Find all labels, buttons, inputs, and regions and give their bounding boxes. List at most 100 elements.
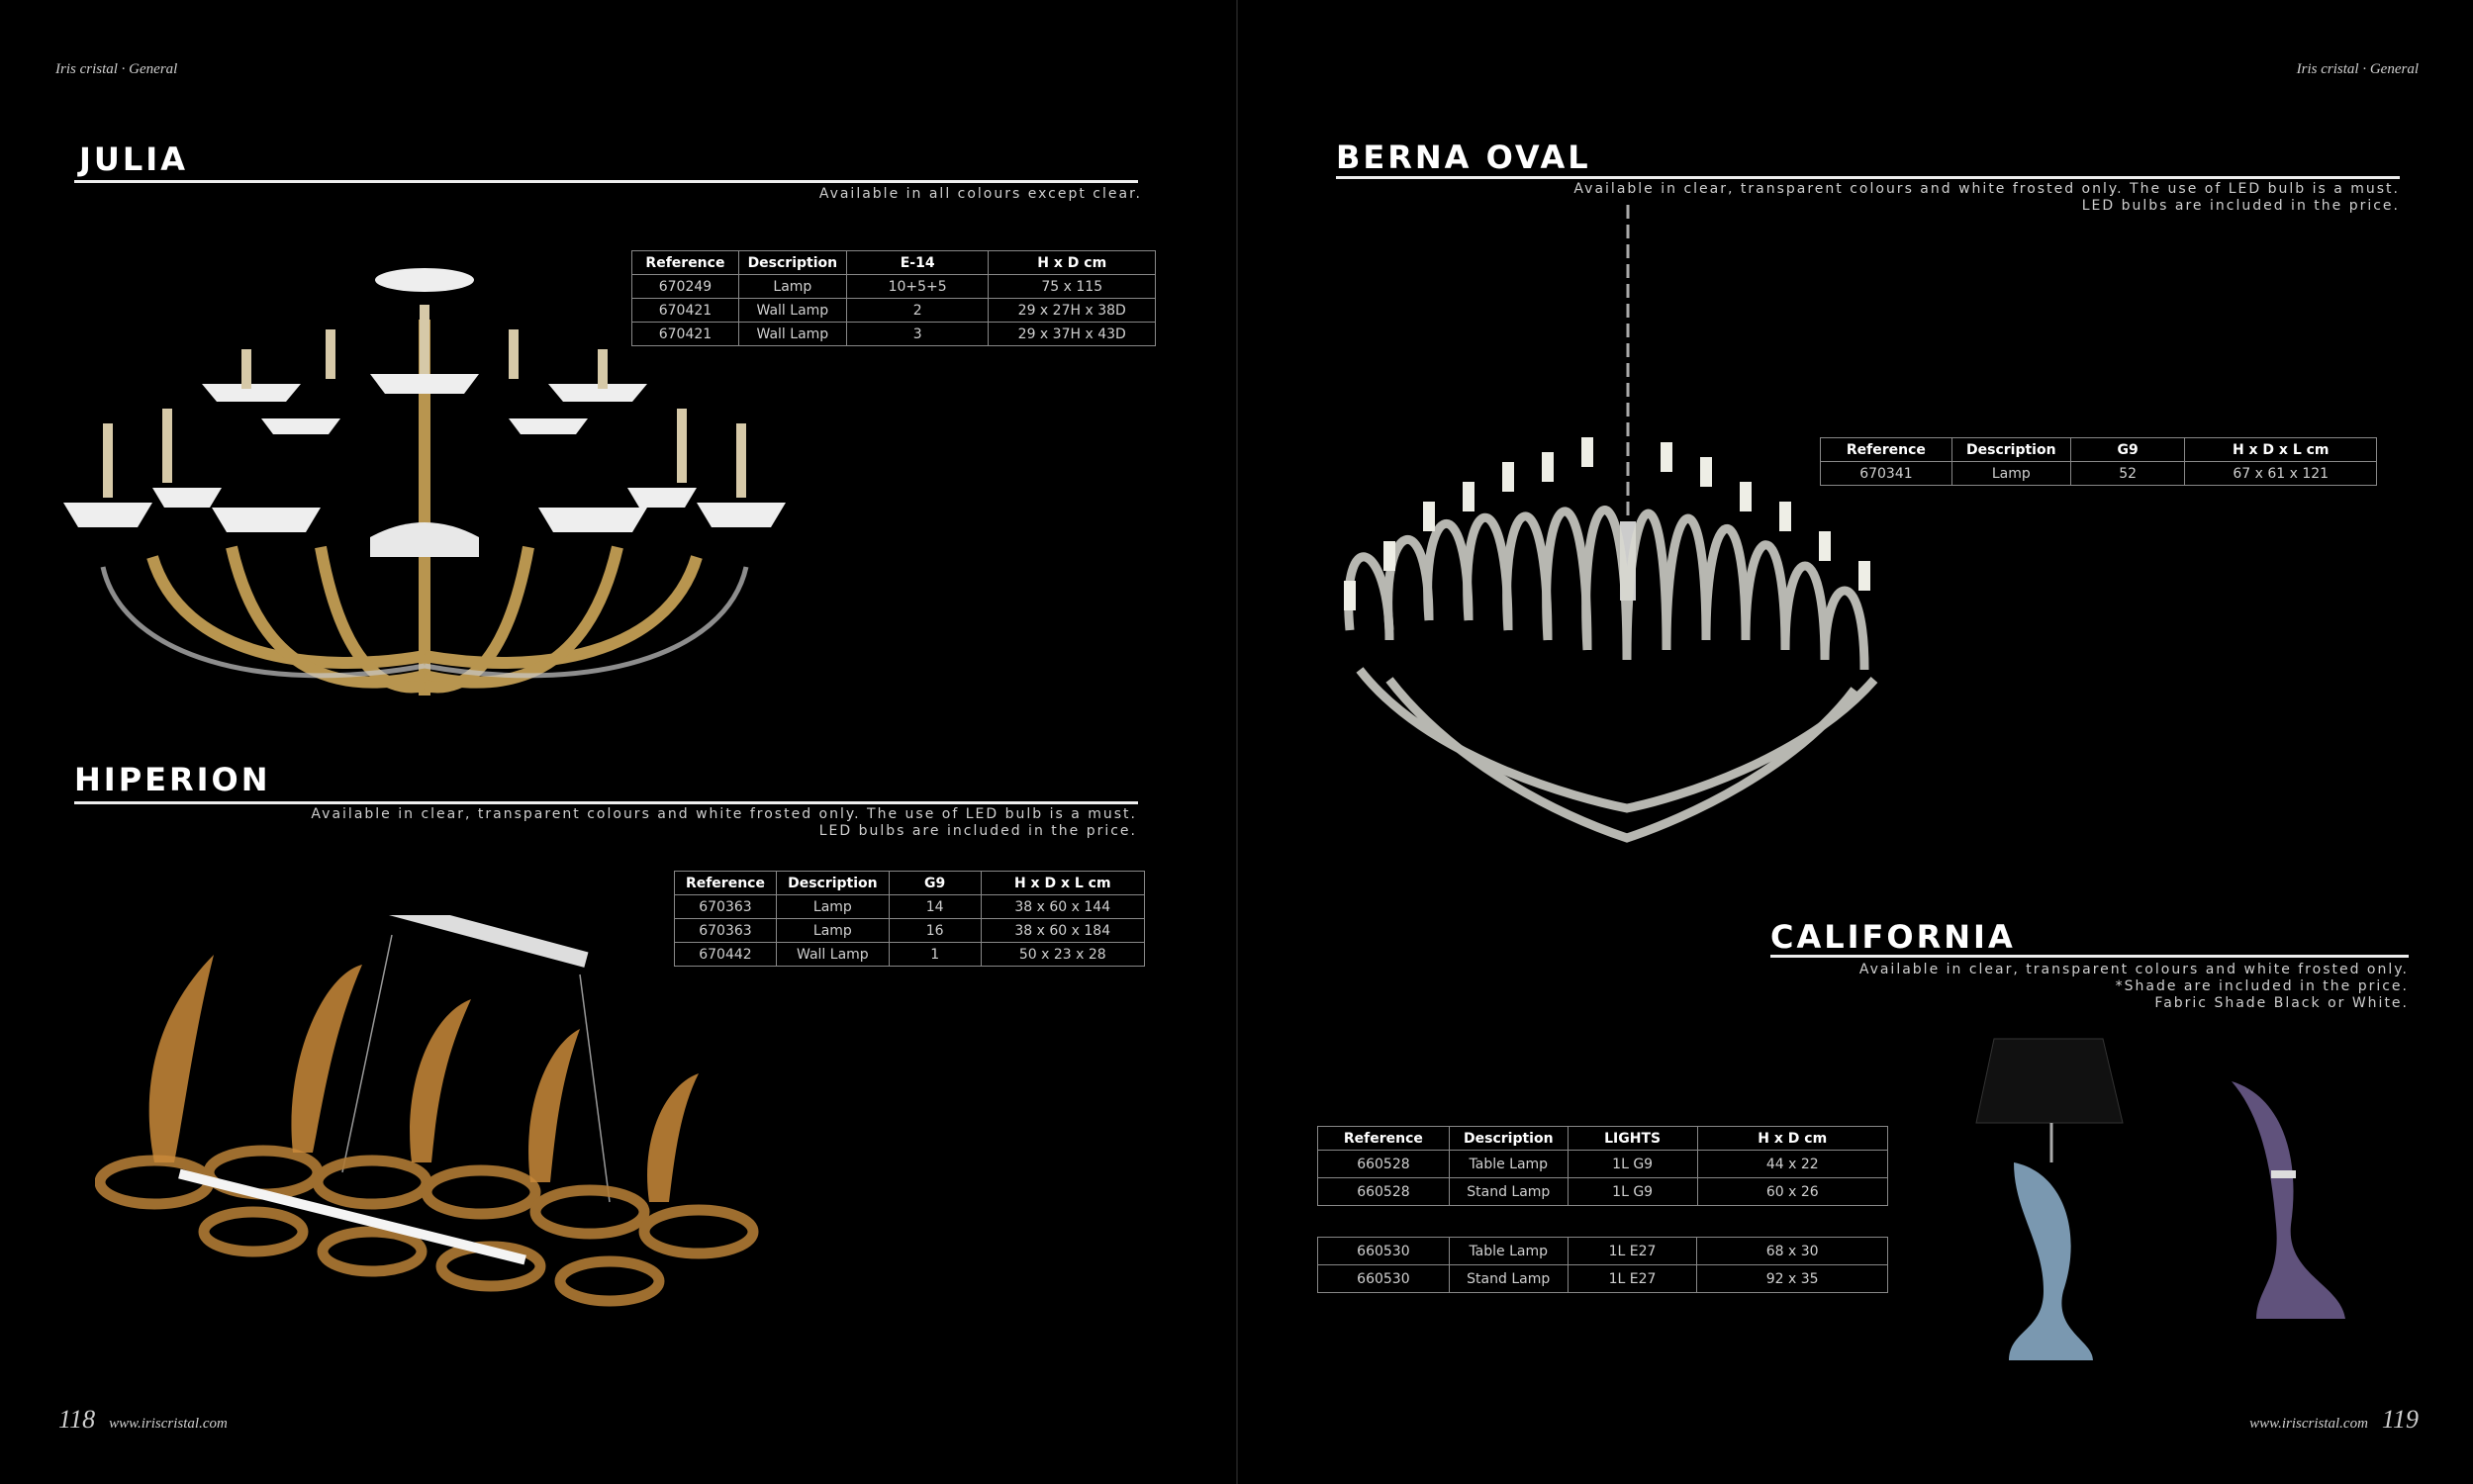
folio-right: www.iriscristal.com 119 — [2235, 1405, 2419, 1435]
page-number: 118 — [58, 1405, 96, 1434]
cell: 670421 — [631, 322, 739, 346]
cell: 29 x 27H x 38D — [988, 298, 1156, 323]
cell: 50 x 23 x 28 — [980, 942, 1146, 967]
cell: 10+5+5 — [845, 274, 990, 299]
cell: 60 x 26 — [1696, 1177, 1888, 1206]
cell: 1L E27 — [1567, 1264, 1698, 1293]
col-header: LIGHTS — [1567, 1126, 1698, 1151]
cell: Wall Lamp — [775, 942, 890, 967]
california-subtitle-line: *Shade are included in the price. — [2115, 978, 2409, 994]
cell: Wall Lamp — [737, 298, 847, 323]
cell: 1L G9 — [1567, 1150, 1698, 1178]
cell: 670341 — [1820, 461, 1952, 486]
california-title: CALIFORNIA — [1770, 918, 2016, 956]
cell: Table Lamp — [1448, 1150, 1569, 1178]
cell: 1L G9 — [1567, 1177, 1698, 1206]
cell: 14 — [888, 894, 982, 919]
cell: 44 x 22 — [1696, 1150, 1888, 1178]
california-table-lamp-image — [1975, 1038, 2124, 1360]
california-subtitle: Available in clear, transparent colours … — [1617, 962, 2409, 1012]
cell: 660528 — [1317, 1150, 1450, 1178]
website-link[interactable]: www.iriscristal.com — [2249, 1416, 2368, 1432]
cell: 38 x 60 x 144 — [980, 894, 1146, 919]
hiperion-chandelier-image — [95, 915, 759, 1307]
berna-oval-chandelier-image — [1344, 205, 1878, 843]
berna-oval-title: BERNA OVAL — [1336, 139, 1591, 176]
california-stand-lamp-image — [2232, 1081, 2345, 1319]
col-header: H x D x L cm — [2184, 437, 2377, 462]
cell: 68 x 30 — [1696, 1237, 1888, 1265]
cell: 670421 — [631, 298, 739, 323]
cell: Table Lamp — [1448, 1237, 1569, 1265]
col-header: G9 — [888, 871, 982, 895]
julia-title: JULIA — [79, 140, 188, 178]
col-header: Description — [1448, 1126, 1569, 1151]
col-header: G9 — [2069, 437, 2186, 462]
col-header: Description — [737, 250, 847, 275]
col-header: H x D cm — [988, 250, 1156, 275]
cell: 670363 — [674, 894, 777, 919]
cell: 38 x 60 x 184 — [980, 918, 1146, 943]
folio-left: 118 www.iriscristal.com — [58, 1405, 241, 1435]
cell: Lamp — [737, 274, 847, 299]
julia-subtitle: Available in all colours except clear. — [152, 186, 1142, 203]
cell: 67 x 61 x 121 — [2184, 461, 2377, 486]
cell: Lamp — [775, 894, 890, 919]
page-number: 119 — [2381, 1405, 2419, 1434]
col-header: H x D x L cm — [980, 871, 1146, 895]
cell: 660530 — [1317, 1237, 1450, 1265]
berna-oval-rule — [1336, 176, 2400, 179]
julia-subtitle-line: Available in all colours except clear. — [818, 186, 1142, 202]
berna-oval-subtitle: Available in clear, transparent colours … — [1311, 181, 2400, 215]
col-header: E-14 — [845, 250, 990, 275]
page-gutter — [1236, 0, 1238, 1484]
col-header: Reference — [1317, 1126, 1450, 1151]
cell: 16 — [888, 918, 982, 943]
running-header-left: Iris cristal · General — [55, 61, 178, 77]
cell: 670442 — [674, 942, 777, 967]
julia-rule — [74, 180, 1138, 183]
california-rule — [1770, 955, 2409, 958]
berna-subtitle-line: Available in clear, transparent colours … — [1573, 181, 2400, 197]
col-header: Reference — [674, 871, 777, 895]
cell: 1 — [888, 942, 982, 967]
col-header: Reference — [631, 250, 739, 275]
col-header: Description — [775, 871, 890, 895]
cell: 75 x 115 — [988, 274, 1156, 299]
cell: 2 — [845, 298, 990, 323]
running-header-right: Iris cristal · General — [2296, 61, 2419, 77]
cell: Stand Lamp — [1448, 1177, 1569, 1206]
cell: Lamp — [1950, 461, 2071, 486]
website-link[interactable]: www.iriscristal.com — [109, 1416, 228, 1432]
cell: 29 x 37H x 43D — [988, 322, 1156, 346]
cell: 52 — [2069, 461, 2186, 486]
cell: Wall Lamp — [737, 322, 847, 346]
cell: 1L E27 — [1567, 1237, 1698, 1265]
hiperion-rule — [74, 801, 1138, 804]
cell: 92 x 35 — [1696, 1264, 1888, 1293]
hiperion-subtitle: Available in clear, transparent colours … — [48, 806, 1137, 840]
berna-subtitle-line: LED bulbs are included in the price. — [2081, 198, 2400, 214]
julia-chandelier-image — [63, 268, 786, 696]
cell: Stand Lamp — [1448, 1264, 1569, 1293]
california-subtitle-line: Available in clear, transparent colours … — [1858, 962, 2409, 977]
hiperion-subtitle-line: LED bulbs are included in the price. — [818, 823, 1137, 839]
hiperion-subtitle-line: Available in clear, transparent colours … — [311, 806, 1137, 822]
